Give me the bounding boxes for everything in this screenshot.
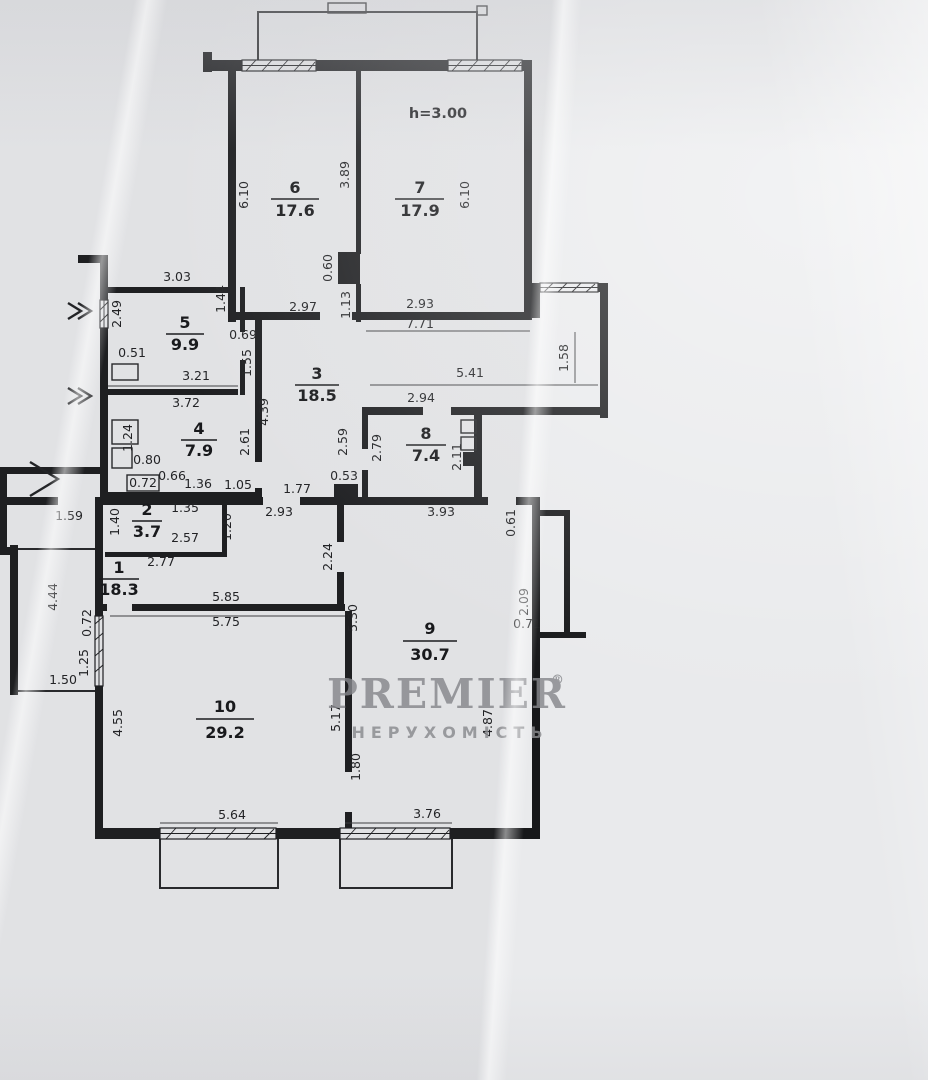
room-area: 9.9	[171, 335, 199, 354]
dim-label: 5.85	[212, 589, 240, 604]
dim-label: 5.30	[345, 604, 360, 632]
walls	[0, 52, 608, 839]
dim-label: 2.97	[289, 299, 317, 314]
room-area: 18.5	[297, 386, 336, 405]
dim-label: 1.25	[76, 649, 91, 677]
dim-label: 2.94	[407, 390, 435, 405]
dim-label: 0.51	[118, 345, 146, 360]
room-number: 8	[420, 424, 431, 443]
dim-label: 1.40	[107, 508, 122, 536]
dim-label: 6.10	[457, 181, 472, 209]
dim-label: 1.20	[219, 513, 234, 541]
dim-label: 1.50	[49, 672, 77, 687]
watermark-subtitle: НЕРУХОМІСТЬ	[351, 723, 548, 742]
dim-label: 4.39	[256, 398, 271, 426]
dim-label: 1.24	[120, 424, 135, 452]
dim-label: 2.09	[516, 588, 531, 616]
room-labels: 1 18.3 2 3.7 3 18.5 4 7.9 5 9.9 6 17.6 7…	[99, 178, 457, 742]
dim-label: 3.89	[337, 161, 352, 189]
dim-label: 3.72	[172, 395, 200, 410]
dim-label: 1.05	[224, 477, 252, 492]
dim-label: 0.53	[330, 468, 358, 483]
dim-label: 5.75	[212, 614, 240, 629]
room-number: 1	[113, 558, 124, 577]
dim-label: 2.49	[109, 300, 124, 328]
dim-label: 0.71	[513, 616, 541, 631]
room-number: 4	[193, 419, 204, 438]
dim-label: 1.80	[348, 753, 363, 781]
dim-label: 3.21	[182, 368, 210, 383]
room-number: 2	[141, 500, 152, 519]
room-number: 10	[214, 697, 236, 716]
dim-label: 0.80	[133, 452, 161, 467]
room-number: 5	[179, 313, 190, 332]
dim-label: 5.64	[218, 807, 246, 822]
window-symbols	[94, 59, 599, 840]
room-number: 9	[424, 619, 435, 638]
dim-label: 1.77	[283, 481, 311, 496]
room-area: 7.4	[412, 446, 440, 465]
dim-label: 0.69	[229, 327, 257, 342]
dim-label: 4.44	[45, 583, 60, 611]
dim-label: 7.71	[406, 316, 434, 331]
vent-arrow-icon	[67, 301, 94, 406]
room-area: 30.7	[410, 645, 449, 664]
room-area: 17.6	[275, 201, 314, 220]
room-area: 29.2	[205, 723, 244, 742]
shaft-boxes	[111, 363, 477, 492]
dim-label: 0.72	[79, 609, 94, 637]
room-area: 3.7	[133, 522, 161, 541]
dim-label: 0.60	[320, 254, 335, 282]
entrance-arrow-icon	[29, 460, 61, 498]
dim-label: 2.57	[171, 530, 199, 545]
dim-label: 1.59	[55, 508, 83, 523]
dim-label: 1.35	[171, 500, 199, 515]
room-area: 17.9	[400, 201, 439, 220]
dim-label: 5.41	[456, 365, 484, 380]
watermark-registered-icon: ®	[551, 673, 564, 688]
watermark: PREMIER ® НЕРУХОМІСТЬ	[327, 670, 567, 742]
room-area: 7.9	[185, 441, 213, 460]
dim-label: 3.03	[163, 269, 191, 284]
dim-label: 5.17	[328, 704, 343, 732]
dim-label: 3.76	[413, 806, 441, 821]
height-note: h=3.00	[409, 106, 467, 122]
dim-label: 0.66	[158, 468, 186, 483]
dim-label: 4.55	[110, 709, 125, 737]
dim-label: 0.72	[129, 475, 157, 490]
dim-label: 2.11	[449, 443, 464, 471]
dim-label: 4.87	[480, 709, 495, 737]
dim-label: 1.58	[556, 344, 571, 372]
dim-label: 1.44	[213, 285, 228, 313]
dimension-labels: 6.10 3.89 6.10 0.60 1.13 2.97 2.93 7.71 …	[45, 161, 571, 822]
dim-label: 1.13	[338, 291, 353, 319]
watermark-brand: PREMIER	[327, 670, 567, 718]
dimension-lines	[108, 330, 598, 824]
dim-label: 2.24	[320, 543, 335, 571]
dim-label: 6.10	[236, 181, 251, 209]
dim-label: 2.79	[369, 434, 384, 462]
balcony-outlines	[18, 2, 488, 889]
dim-label: 2.61	[237, 428, 252, 456]
room-number: 7	[414, 178, 425, 197]
dim-label: 2.77	[147, 554, 175, 569]
room-number: 3	[311, 364, 322, 383]
dim-label: 1.55	[239, 349, 254, 377]
dim-label: 2.59	[335, 428, 350, 456]
room-number: 6	[289, 178, 300, 197]
dim-label: 2.93	[265, 504, 293, 519]
dim-label: 1.36	[184, 476, 212, 491]
room-area: 18.3	[99, 580, 138, 599]
dim-label: 2.93	[406, 296, 434, 311]
dim-label: 3.93	[427, 504, 455, 519]
dim-label: 0.61	[503, 509, 518, 537]
